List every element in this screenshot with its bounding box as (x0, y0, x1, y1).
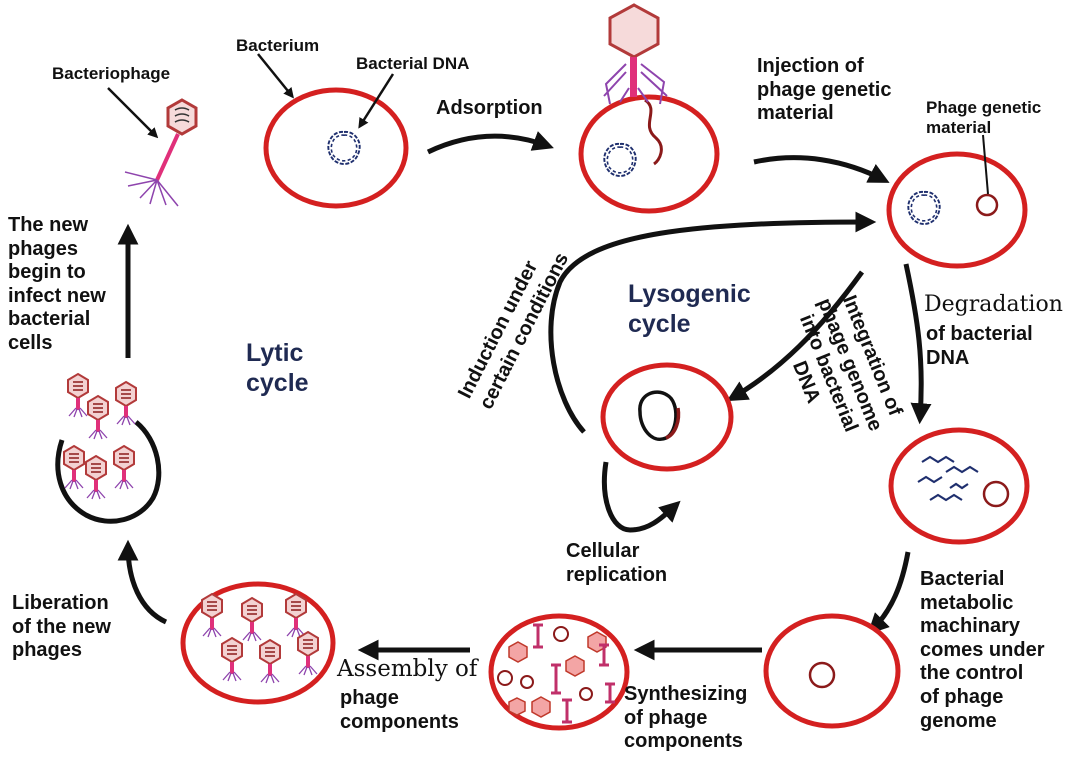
phage-genetic-material-pointer (982, 134, 989, 195)
bacterium-label: Bacterium (236, 36, 320, 55)
bacterium-pointer (257, 53, 294, 99)
prophage-cell (600, 362, 734, 472)
control-label: Bacterial metabolic machinary comes unde… (920, 568, 1045, 732)
synthesizing-label: Synthesizing of phage components (624, 683, 748, 753)
degradation-cell (888, 427, 1030, 545)
assembly-label: Assembly of (337, 656, 478, 682)
induction-arrow (548, 211, 877, 434)
phage-genetic-material-label: Phage genetic material (926, 98, 1042, 138)
liberation-arrow (117, 539, 168, 625)
integration-arrow (726, 270, 865, 402)
assembly-cell (180, 581, 336, 705)
assembly-detail-label: phage components (340, 687, 459, 733)
degradation-label: Degradation (924, 292, 1063, 317)
bacterial-dna-label: Bacterial DNA (356, 54, 470, 73)
degradation-detail-label: of bacterial DNA (926, 323, 1033, 369)
adsorption-cell (578, 3, 720, 214)
controlled-cell (763, 613, 901, 729)
bacterium-cell (263, 87, 409, 209)
control-arrow (867, 551, 911, 635)
injection-arrow (753, 155, 890, 183)
injected-cell (886, 151, 1028, 269)
lysis-cell (55, 373, 162, 524)
bacterial-dna-pointer (358, 73, 395, 129)
injection-label: Injection of phage genetic material (757, 55, 892, 125)
bacteriophage-icon (124, 98, 198, 207)
replication-arrow (601, 461, 681, 533)
liberation-label: Liberation of the new phages (12, 592, 111, 662)
adsorption-arrow (426, 131, 554, 155)
lysogenic-cycle-title: Lysogenic cycle (628, 280, 751, 338)
degradation-arrow (903, 263, 932, 425)
bacteriophage-label: Bacteriophage (52, 64, 171, 83)
lytic-cycle-title: Lytic cycle (246, 339, 309, 397)
bacteriophage-pointer (107, 87, 159, 139)
synthesizing-cell (488, 613, 630, 731)
new-phages-label: The new phages begin to infect new bacte… (8, 214, 106, 354)
adsorption-label: Adsorption (436, 97, 543, 119)
cellular-replication-label: Cellular replication (566, 540, 668, 586)
